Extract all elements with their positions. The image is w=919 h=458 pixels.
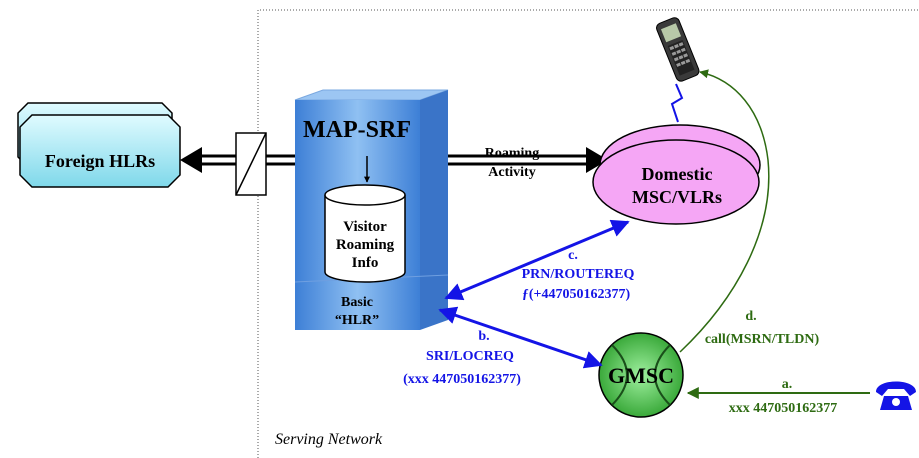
step-b-line-2: (xxx 447050162377) [403,372,521,387]
step-c-line-2: ƒ(+447050162377) [522,287,631,302]
map-srf-label: MAP-SRF [303,117,411,143]
foreign-hlrs-label: Foreign HLRs [45,151,155,171]
visitor-db-line-1: Visitor [343,219,387,235]
radio-link [670,83,684,123]
telephone-icon [876,381,916,410]
step-d-arrow [679,69,770,353]
step-a-text: xxx 447050162377 [729,401,838,416]
step-d-letter: d. [745,309,756,324]
step-b-arrow [438,306,603,369]
visitor-roaming-db: Visitor Roaming Info [324,184,406,283]
serving-network-boundary [257,9,919,458]
step-a-letter: a. [782,377,793,392]
serving-network-label: Serving Network [275,431,383,448]
domestic-msc-line-2: MSC/VLRs [632,187,722,207]
step-c-arrow [444,219,630,301]
step-c-line-1: PRN/ROUTEREQ [522,267,635,282]
step-b-letter: b. [478,329,489,344]
visitor-db-line-2: Roaming [336,237,395,253]
roaming-activity-line-1: Roaming [485,146,539,161]
basic-hlr-line-2: “HLR” [335,313,379,328]
step-b-line-1: SRI/LOCREQ [426,349,514,364]
mobile-phone-icon [656,17,700,82]
step-c-letter: c. [568,248,578,263]
foreign-hlrs-node: Foreign HLRs [17,102,181,188]
step-d-text: call(MSRN/TLDN) [705,332,820,347]
roaming-activity-line-2: Activity [488,165,535,180]
map-srf-box: MAP-SRF Visitor Roaming Info Basic “HLR” [294,89,449,330]
domestic-msc-line-1: Domestic [642,164,713,184]
gmsc-label: GMSC [608,363,674,388]
gmsc-node: GMSC [598,332,684,418]
domestic-msc-vlrs-node: Domestic MSC/VLRs [592,124,761,225]
basic-hlr-line-1: Basic [341,295,373,310]
converter-box [235,132,267,196]
visitor-db-line-3: Info [352,255,379,271]
